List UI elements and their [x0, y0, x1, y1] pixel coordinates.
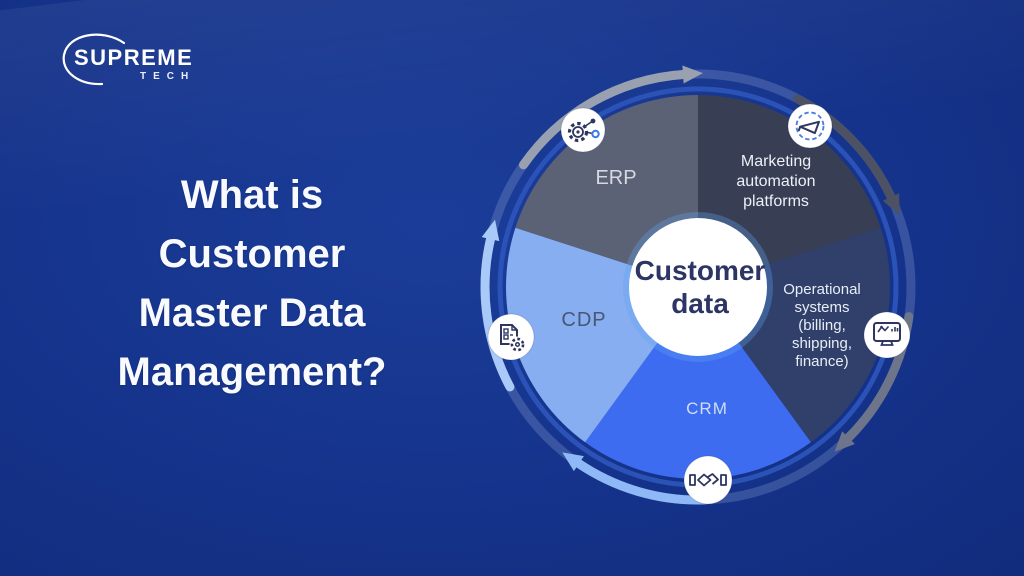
arrow-arc-left — [480, 234, 515, 392]
supremetech-logo: SUPREME TECH — [62, 33, 264, 98]
arrowhead-lower-left — [562, 452, 584, 472]
document-gear-icon — [487, 313, 535, 361]
title-line-1: What is — [180, 173, 324, 217]
arrowhead-upper-right — [882, 193, 900, 216]
logo-brand-text: SUPREME — [74, 45, 194, 70]
arrowhead-left — [481, 219, 500, 242]
title-line-4: Management? — [117, 350, 387, 394]
segment-crm — [585, 287, 811, 480]
title-line-2: Customer — [158, 232, 346, 276]
handshake-icon — [683, 455, 733, 505]
megaphone-burst-icon — [787, 103, 833, 149]
center-circle — [629, 218, 767, 356]
page-title: What is Customer Master Data Management? — [72, 166, 432, 402]
arrow-arc-lower-left — [574, 459, 710, 505]
monitor-chart-icon — [863, 311, 911, 359]
customer-data-diagram — [480, 65, 916, 505]
arrowhead-top — [682, 65, 703, 84]
logo-sub-text: TECH — [140, 71, 196, 82]
arrowhead-lower-right — [834, 431, 855, 452]
gear-network-icon — [560, 107, 606, 153]
arrow-arc-top — [519, 70, 688, 170]
title-line-3: Master Data — [138, 291, 366, 335]
